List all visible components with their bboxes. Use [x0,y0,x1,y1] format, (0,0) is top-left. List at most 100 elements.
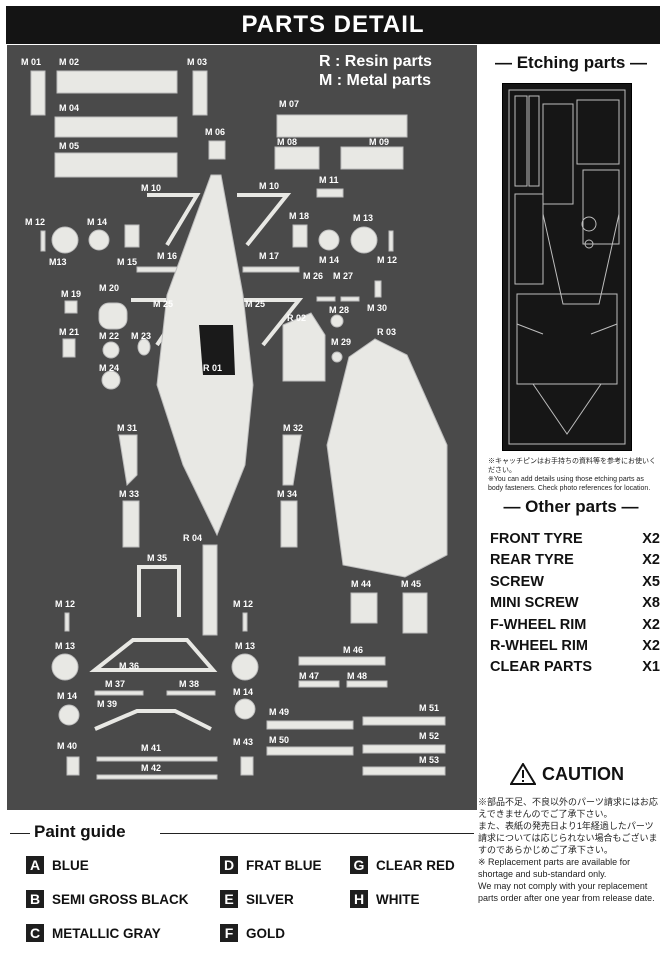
label-m10a: M 10 [141,183,162,193]
part-m01 [30,70,46,116]
part-r04 [202,544,218,636]
part-m14a [88,229,110,251]
part-m06 [208,140,226,160]
label-m44: M 44 [351,579,372,589]
label-m51: M 51 [419,703,440,713]
label-m52: M 52 [419,731,440,741]
part-m03 [192,70,208,116]
part-m25b [243,298,304,347]
part-m08 [274,146,320,170]
part-m27 [340,296,360,302]
label-m12c: M 12 [55,599,76,609]
label-m12d: M 12 [233,599,254,609]
label-m12a: M 12 [25,217,46,227]
label-m28: M 28 [329,305,350,315]
label-m25a: M 25 [153,299,174,309]
label-m14d: M 14 [233,687,254,697]
label-m13d: M 13 [235,641,256,651]
label-m26: M 26 [303,271,324,281]
label-m53: M 53 [419,755,440,765]
part-m49 [266,720,354,730]
label-m17: M 17 [259,251,280,261]
label-m05: M 05 [59,141,80,151]
part-m13c [51,653,79,681]
part-r03 [326,338,448,578]
part-m12a [40,230,46,252]
label-m46: M 46 [343,645,364,655]
part-m51 [362,716,446,726]
label-m48: M 48 [347,671,368,681]
label-m37: M 37 [105,679,126,689]
right-column: — Etching parts — ※キャッチピンはお手持ちの資料等を参考にお使… [480,45,662,810]
label-m02: M 02 [59,57,80,67]
part-m39 [94,709,212,731]
label-r04: R 04 [183,533,203,543]
label-m50: M 50 [269,735,290,745]
label-m08: M 08 [277,137,298,147]
label-m20: M 20 [99,283,120,293]
part-m42 [96,774,218,780]
label-m29: M 29 [331,337,352,347]
part-m10a [147,193,201,247]
label-m32: M 32 [283,423,304,433]
page-header: PARTS DETAIL [6,6,660,44]
label-m14b: M 14 [319,255,340,265]
part-m26 [316,296,336,302]
label-m40: M 40 [57,741,78,751]
part-m38 [166,690,216,696]
paint-rule-left [10,833,30,834]
legend-metal: M : Metal parts [319,72,432,89]
label-m14a: M 14 [87,217,108,227]
label-r02: R 02 [287,313,307,323]
part-r01-cockpit [199,325,235,375]
part-m37 [94,690,144,696]
part-m24 [101,370,121,390]
part-m07 [276,114,408,138]
parts-drawing [30,70,448,780]
label-m24: M 24 [99,363,120,373]
label-m43: M 43 [233,737,254,747]
part-m36 [89,638,218,672]
part-m50 [266,746,354,756]
etching-note-jp: ※キャッチピンはお手持ちの資料等を参考にお使いください。 [488,458,656,474]
part-m17 [242,266,300,273]
etching-note-en: ※You can add details using those etching… [488,476,651,492]
label-m13b: M 13 [353,213,374,223]
label-m03: M 03 [187,57,208,67]
paint-guide-title: Paint guide [34,822,126,841]
part-m44 [350,592,378,624]
label-m07: M 07 [279,99,300,109]
label-m09: M 09 [369,137,390,147]
part-m35 [137,565,181,617]
label-m49: M 49 [269,707,290,717]
parts-diagram: R : Resin parts M : Metal parts [7,45,477,810]
label-m36: M 36 [119,661,140,671]
label-m39: M 39 [97,699,118,709]
part-m43 [240,756,254,776]
part-m28 [330,314,344,328]
part-m13d [231,653,259,681]
warning-icon [510,763,536,785]
label-m34: M 34 [277,489,298,499]
label-m13c: M 13 [55,641,76,651]
label-m23: M 23 [131,331,152,341]
label-m01: M 01 [21,57,42,67]
part-m47 [298,680,340,688]
part-m18 [292,224,308,248]
label-m15: M 15 [117,257,138,267]
label-m16: M 16 [157,251,178,261]
label-m45: M 45 [401,579,422,589]
part-m30 [374,280,382,298]
